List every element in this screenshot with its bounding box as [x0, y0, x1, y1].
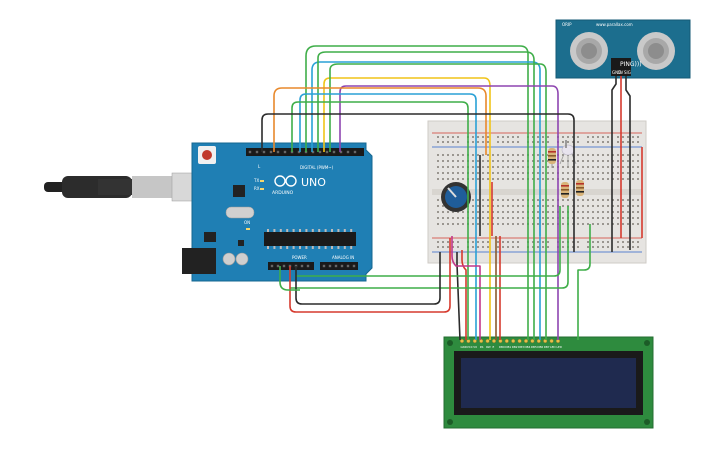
usb-chip	[233, 185, 245, 197]
digital-label: DIGITAL (PWM~)	[300, 165, 334, 170]
regulator	[204, 232, 216, 242]
lcd-pin-label: LED	[550, 345, 555, 349]
lcd-pin-label: DB0	[499, 345, 505, 349]
wires	[261, 45, 643, 341]
usb-cable	[44, 172, 195, 202]
lcd-pin-label: DB2	[512, 345, 518, 349]
wire-black-gnd	[295, 252, 441, 305]
crystal	[225, 206, 255, 219]
wire-green-bottom	[279, 266, 300, 291]
lcd-pin-label: VCC	[467, 345, 473, 349]
lcd-pin-label: RW	[486, 345, 491, 349]
capacitor-1	[222, 252, 236, 266]
ping-header	[611, 58, 631, 76]
lcd-pin-label: DB3	[518, 345, 524, 349]
arduino-logo: ARDUINO	[272, 175, 297, 196]
wire-pink-lcd	[451, 236, 481, 340]
wire-green-top-4	[291, 101, 469, 340]
lcd-screen	[461, 358, 636, 408]
led-rx-label: RX	[254, 186, 260, 191]
arduino-brand-text: ARDUINO	[272, 190, 294, 196]
lcd-pin-label: DB4	[525, 345, 531, 349]
ping-top-text: ORIP	[562, 22, 572, 27]
ping-model-label: PING)))	[620, 61, 642, 68]
atmega-legs	[267, 229, 353, 249]
wire-green-top-2	[317, 51, 535, 340]
led-l-label: L	[258, 164, 261, 169]
power-jack	[182, 248, 216, 274]
wire-ping-gnd	[611, 76, 617, 252]
wire-purple-top	[339, 85, 559, 340]
lcd-pin-label: DB5	[531, 345, 537, 349]
lcd-pin-label: DB7	[544, 345, 550, 349]
wire-green-right-3	[577, 224, 591, 340]
potentiometer[interactable]	[441, 182, 471, 212]
resistor-1	[548, 148, 556, 168]
resistor-3	[576, 180, 584, 196]
uno-label: UNO	[301, 176, 326, 189]
analog-label: ANALOG IN	[332, 255, 354, 260]
on-label: ON	[244, 220, 250, 225]
arduino-uno-board: DIGITAL (PWM~) L ARDUINO UNO TX RX POWER…	[182, 142, 373, 282]
wire-yellow-top	[323, 77, 491, 340]
wire-ping-sig	[625, 76, 631, 250]
wire-green-top-3	[329, 63, 547, 340]
lcd-pin-label: DB6	[537, 345, 543, 349]
ping-pin-sig: SIG	[624, 70, 631, 75]
atmega-chip	[264, 232, 356, 246]
lcd-pin-label: RS	[480, 345, 484, 349]
wire-red-5v	[289, 238, 451, 313]
wire-black-top	[261, 113, 575, 152]
lcd-pin-label: DB1	[505, 345, 511, 349]
resistor-2	[561, 182, 569, 198]
ping-ultrasonic-sensor: PING))) ORIP www.parallax.com GND 5V SIG	[555, 19, 691, 79]
lcd-pin-label: V0	[473, 345, 477, 349]
capacitor-2	[235, 252, 249, 266]
wire-green-right-1	[296, 206, 561, 277]
lcd-pin-label: LED	[557, 345, 562, 349]
power-label: POWER	[292, 255, 307, 260]
wire-teal-top	[299, 93, 477, 340]
lcd-pin-label: E	[493, 345, 495, 349]
wire-green-right-2	[290, 206, 569, 289]
wire-blue-top-1	[311, 61, 541, 340]
led-tx-label: TX	[253, 178, 259, 183]
wire-black-lcd	[456, 252, 461, 341]
ping-pin-gnd: GND	[612, 70, 621, 75]
breadboard-holes	[437, 136, 639, 248]
analog-header	[320, 262, 358, 270]
ping-pin-5v: 5V	[618, 70, 624, 75]
wire-orange-top	[273, 87, 487, 155]
lcd-pin-label: GND	[461, 345, 467, 349]
wire-green-top-1	[305, 45, 529, 340]
ping-url-text: www.parallax.com	[596, 22, 633, 27]
